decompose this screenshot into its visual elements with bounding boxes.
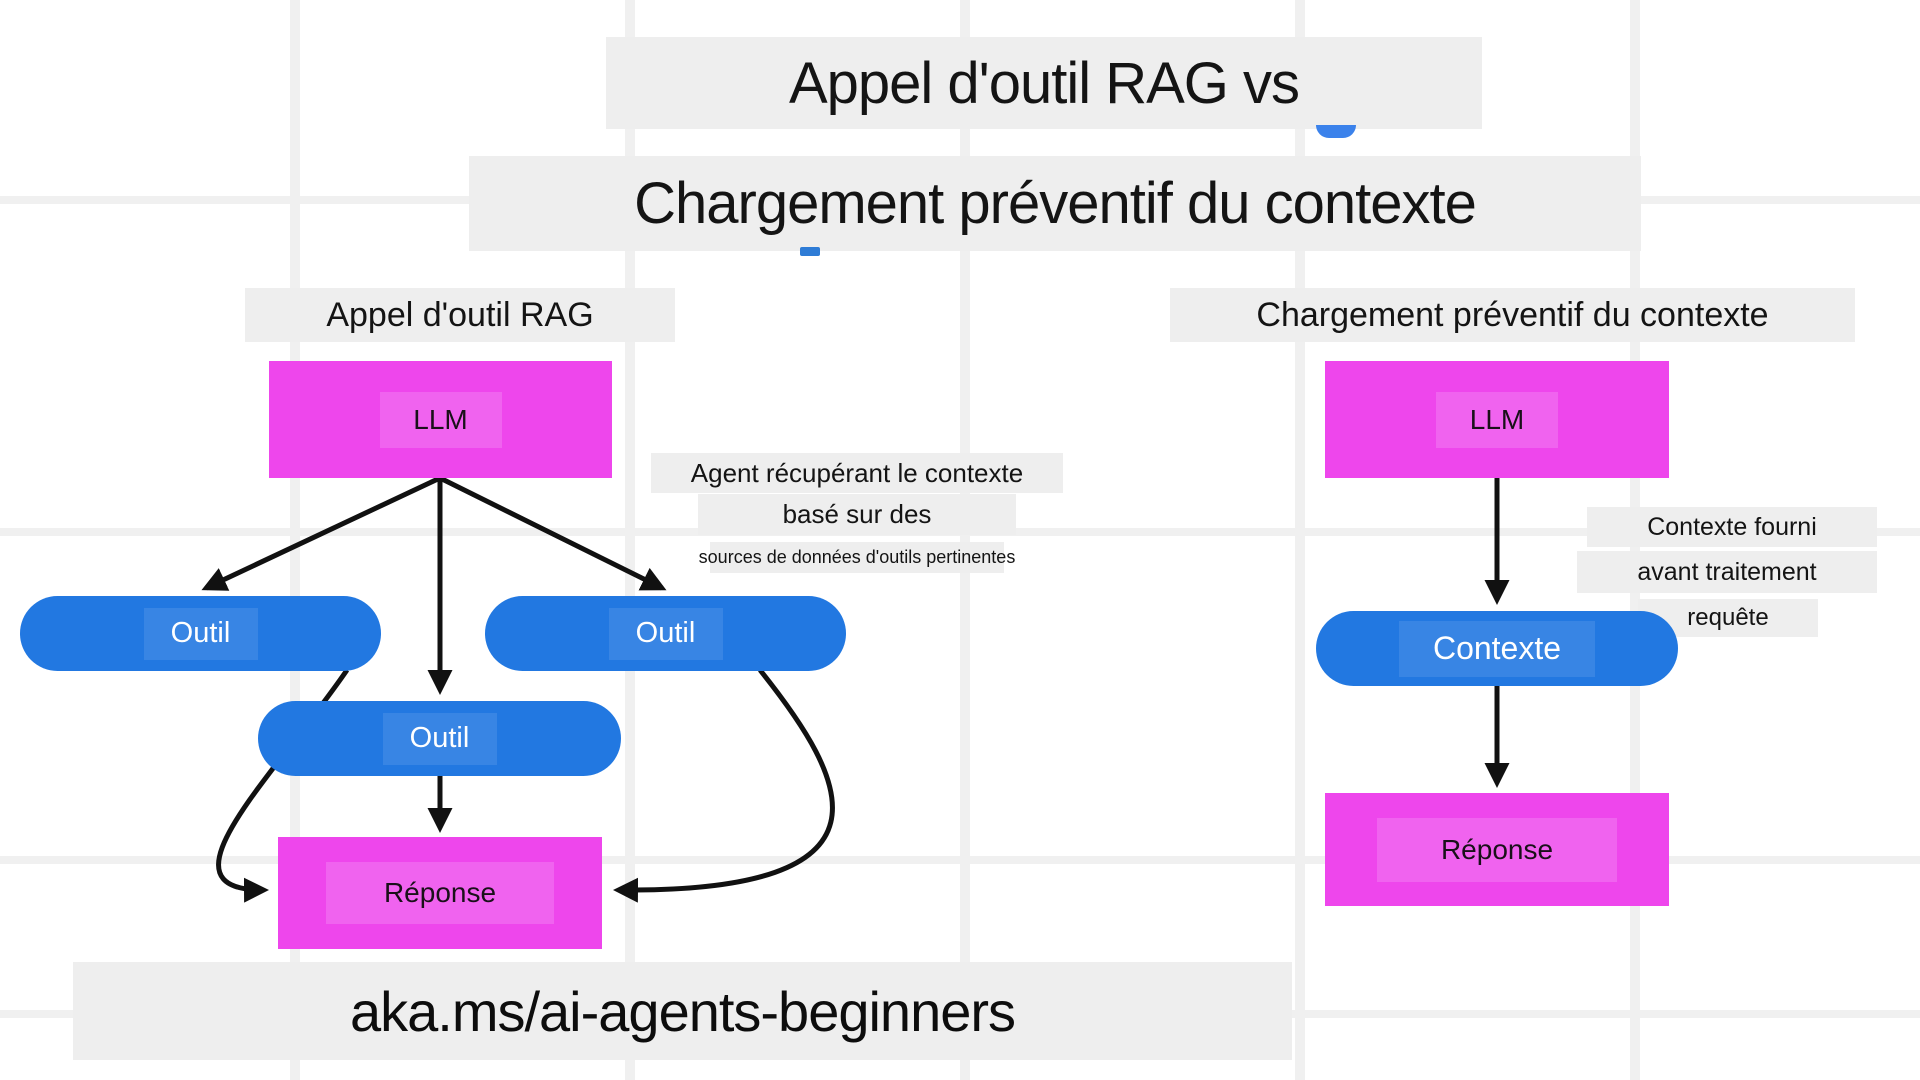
right-llm-node: LLM — [1325, 361, 1669, 478]
tool-node-middle: Outil — [258, 701, 621, 776]
blue-arc-accent-icon — [1316, 125, 1356, 138]
tool-node-right: Outil — [485, 596, 846, 671]
left-llm-node: LLM — [269, 361, 612, 478]
right-annotation-line2: avant traitement — [1577, 551, 1877, 593]
left-response-label: Réponse — [326, 862, 554, 924]
blue-dash-accent-icon — [800, 247, 820, 256]
main-title-line1: Appel d'outil RAG vs — [788, 50, 1300, 116]
left-annotation-line3: sources de données d'outils pertinentes — [699, 542, 1015, 573]
tool-right-label: Outil — [608, 607, 723, 660]
right-response-label: Réponse — [1377, 817, 1617, 882]
right-llm-label: LLM — [1436, 391, 1558, 448]
tool-left-label: Outil — [143, 607, 258, 660]
grid-vline — [290, 0, 300, 1080]
left-subtitle: Appel d'outil RAG — [326, 295, 594, 334]
left-annotation-line1: Agent récupérant le contexte — [651, 453, 1063, 493]
arrow-llm-to-tool-right — [438, 475, 667, 591]
footer-link: aka.ms/ai-agents-beginners — [349, 979, 1016, 1043]
right-annotation-line1: Contexte fourni — [1587, 507, 1877, 547]
left-response-node: Réponse — [278, 837, 602, 949]
grid-vline — [960, 0, 970, 1080]
right-subtitle-plate: Chargement préventif du contexte — [1170, 288, 1855, 342]
context-label: Contexte — [1399, 620, 1595, 677]
main-title-line1-plate: Appel d'outil RAG vs — [606, 37, 1482, 129]
footer-link-plate: aka.ms/ai-agents-beginners — [73, 962, 1292, 1060]
right-subtitle: Chargement préventif du contexte — [1256, 295, 1769, 334]
grid-vline — [1295, 0, 1305, 1080]
left-subtitle-plate: Appel d'outil RAG — [245, 288, 675, 342]
arrow-llm-to-tool-left — [201, 475, 442, 591]
tool-middle-label: Outil — [382, 712, 497, 765]
context-node: Contexte — [1316, 611, 1678, 686]
left-llm-label: LLM — [379, 391, 502, 448]
right-response-node: Réponse — [1325, 793, 1669, 906]
arrow-tool-right-to-response — [613, 668, 835, 903]
left-annotation-line2: basé sur des — [698, 494, 1016, 535]
main-title-line2: Chargement préventif du contexte — [634, 171, 1477, 236]
grid-hline — [0, 856, 1920, 864]
main-title-line2-plate: Chargement préventif du contexte — [469, 156, 1641, 251]
tool-node-left: Outil — [20, 596, 381, 671]
grid-vline — [625, 0, 635, 1080]
